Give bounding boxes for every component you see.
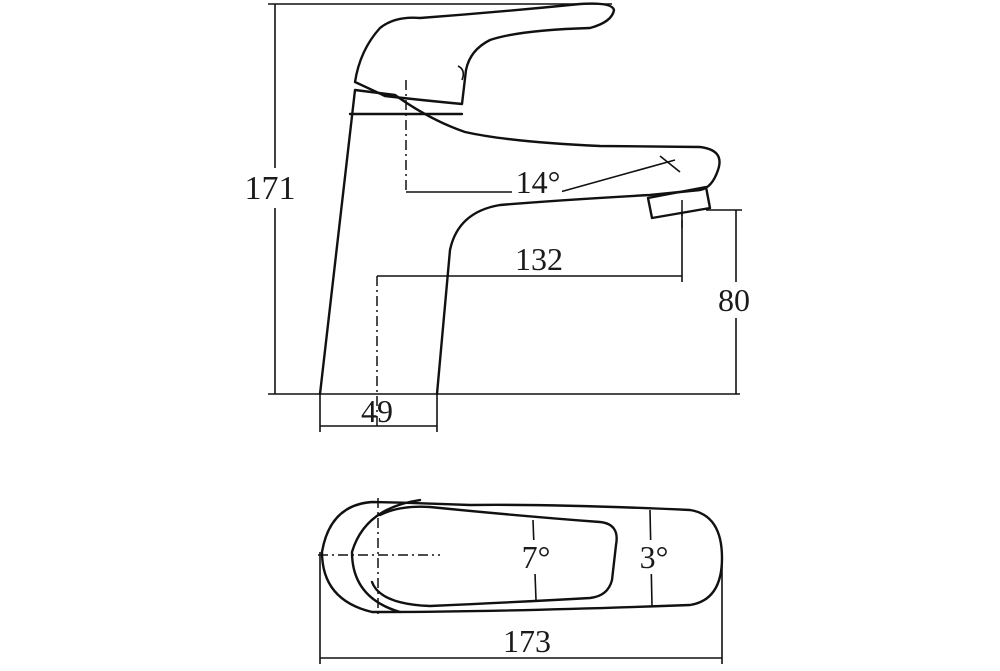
total-length-dimension: 173 — [319, 552, 723, 664]
spout-angle-label: 14° — [516, 164, 561, 200]
faucet-body-outline — [318, 88, 721, 396]
handle-lever-outline — [353, 2, 616, 106]
spout-height-dimension: 80 — [706, 209, 760, 394]
base-diameter-label: 49 — [361, 393, 393, 429]
handle-angle-label: 7° — [522, 539, 551, 575]
base-diameter-dimension: 49 — [319, 393, 438, 432]
top-body-outline — [320, 500, 724, 614]
handle-pivot-mark — [457, 65, 465, 81]
spout-tip-angle-label: 3° — [640, 539, 669, 575]
spout-angle-dimension: 14° — [406, 155, 681, 200]
top-handle-disc — [350, 498, 422, 614]
height-dimension: 171 — [240, 3, 740, 395]
top-handle-lever — [370, 505, 618, 608]
spout-reach-label: 132 — [515, 241, 563, 277]
side-view: 171 14° 132 — [240, 2, 760, 432]
aerator-outline — [646, 185, 712, 220]
total-length-label: 173 — [503, 623, 551, 659]
spout-reach-dimension: 132 — [377, 210, 683, 282]
top-view: 7° 3° 173 — [318, 498, 724, 664]
spout-height-label: 80 — [718, 282, 750, 318]
height-total-label: 171 — [245, 170, 296, 207]
